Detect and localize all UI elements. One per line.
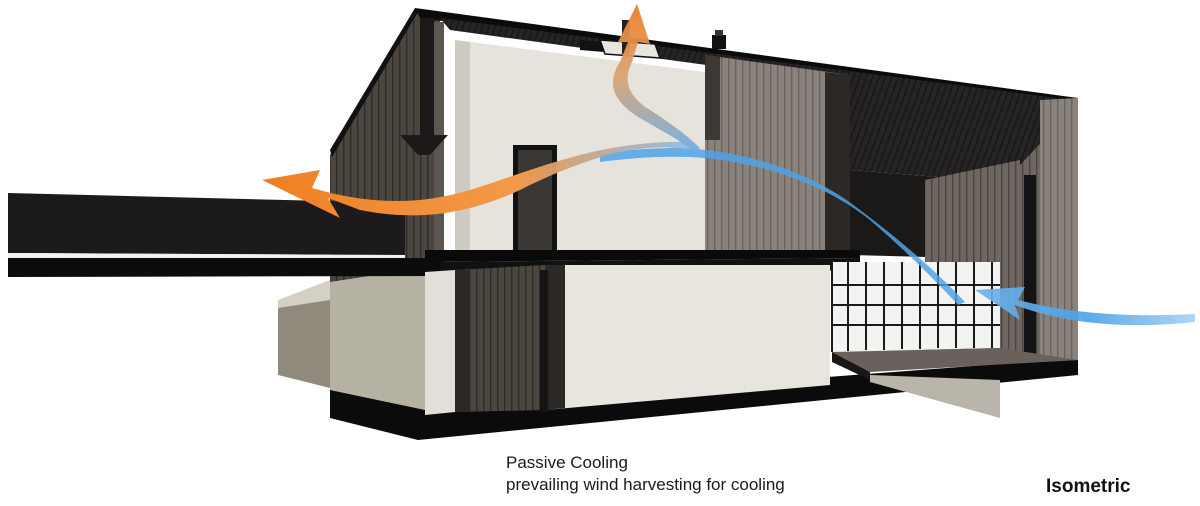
- exhaust-stack-arrow: [612, 4, 700, 152]
- cantilever-canopy: [8, 193, 440, 277]
- view-type-label: Isometric: [1046, 476, 1131, 497]
- ground-deck: [832, 348, 1078, 380]
- cool-air-inflow-arrow: [975, 287, 1195, 326]
- curtain-wall-glazing: [831, 262, 1000, 352]
- upper-interior-columns: [400, 18, 448, 262]
- lower-retaining-wall: [278, 262, 425, 410]
- upper-plaster-wall: [455, 40, 705, 250]
- lower-floor-walls: [425, 265, 830, 415]
- caption-subtitle: prevailing wind harvesting for cooling: [506, 475, 785, 494]
- caption-title: Passive Cooling: [506, 453, 628, 472]
- diagram-caption: Passive Cooling prevailing wind harvesti…: [506, 452, 785, 496]
- foundation-slab: [330, 358, 1078, 440]
- warm-air-outflow-arrow: [262, 141, 690, 218]
- upper-timber-partition: [705, 55, 850, 252]
